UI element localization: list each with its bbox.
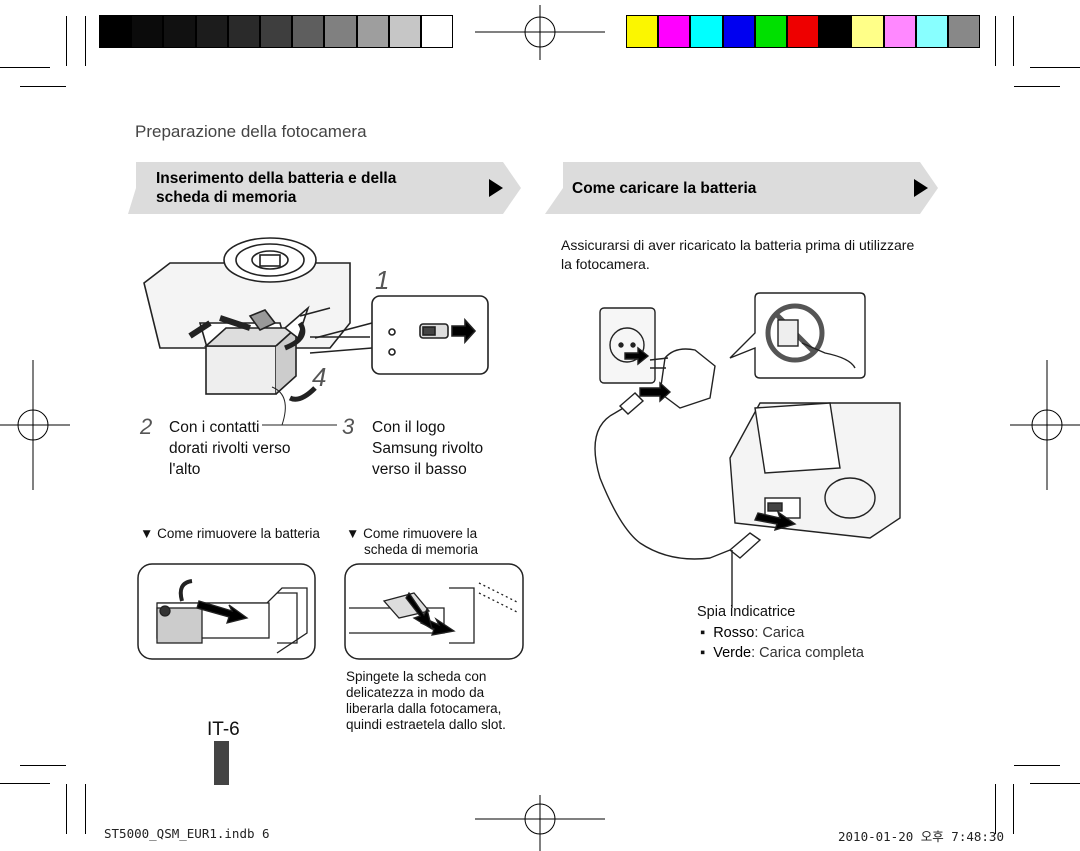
swatch [690, 15, 723, 48]
card-instructions: Spingete la scheda con delicatezza in mo… [346, 669, 506, 733]
swatch [324, 15, 357, 48]
step3-line3: verso il basso [372, 461, 467, 478]
step2-leader-line [262, 386, 337, 426]
left-banner-line1: Inserimento della batteria e della [156, 170, 397, 187]
indicator-item: ▪ Rosso: Carica [700, 625, 804, 641]
left-banner-line2: scheda di memoria [156, 189, 297, 206]
footer-timestamp: 2010-01-20 오후 7:48:30 [838, 829, 1004, 844]
registration-mark-top [475, 5, 605, 60]
remove-card-line1: ▼ Come rimuovere la [346, 526, 478, 541]
step2-text: Con i contatti dorati rivolti verso l'al… [169, 417, 290, 480]
swatch [948, 15, 981, 48]
swatch [99, 15, 132, 48]
swatch [292, 15, 325, 48]
indicator-title: Spia indicatrice [697, 604, 796, 620]
callout-four: 4 [312, 362, 327, 392]
callout-one: 1 [375, 265, 390, 295]
indicator-color-red: Rosso [713, 625, 755, 641]
remove-battery-illustration [137, 563, 316, 660]
registration-mark-left [0, 360, 70, 490]
indicator-item: ▪ Verde: Carica completa [700, 645, 864, 661]
swatch [626, 15, 659, 48]
remove-battery-heading: ▼ Come rimuovere la batteria [140, 526, 320, 541]
swatch [388, 15, 421, 48]
step3-line1: Con il logo [372, 419, 446, 436]
remove-card-line2: scheda di memoria [364, 542, 479, 557]
remove-card-heading: ▼ Come rimuovere la scheda di memoria [346, 526, 478, 558]
right-banner [545, 162, 938, 214]
bullet: ▪ [700, 645, 714, 661]
card-instruction-line: delicatezza in modo da [346, 685, 485, 700]
swatch [851, 15, 884, 48]
swatch [195, 15, 228, 48]
charge-intro-line1: Assicurarsi di aver ricaricato la batter… [561, 237, 915, 253]
page-number: IT-6 [207, 719, 240, 740]
step3-line2: Samsung rivolto [372, 440, 484, 457]
swatch [131, 15, 164, 48]
camera-battery-illustration [143, 237, 489, 402]
swatch [658, 15, 691, 48]
left-banner-title: Inserimento della batteria e della sched… [156, 169, 396, 207]
indicator-desc-red: : Carica [754, 625, 805, 641]
step2-line3: l'alto [169, 461, 201, 478]
registration-mark-bottom [475, 795, 605, 851]
swatch [260, 15, 293, 48]
swatch [356, 15, 389, 48]
right-banner-title: Come caricare la batteria [572, 180, 757, 197]
left-banner [128, 162, 521, 214]
swatch [819, 15, 852, 48]
step3-number: 3 [342, 414, 355, 439]
card-instruction-line: liberarla dalla fotocamera, [346, 701, 502, 716]
indicator-color-green: Verde [713, 645, 752, 661]
swatch [163, 15, 196, 48]
step2-line1: Con i contatti [169, 419, 260, 436]
card-instruction-line: Spingete la scheda con [346, 669, 487, 684]
card-instruction-line: quindi estraetela dallo slot. [346, 717, 506, 732]
footer-file: ST5000_QSM_EUR1.indb 6 [104, 826, 270, 841]
swatch [915, 15, 948, 48]
remove-card-illustration [344, 563, 524, 660]
swatch [421, 15, 454, 48]
step2-number: 2 [140, 414, 153, 439]
step3-text: Con il logo Samsung rivolto verso il bas… [372, 417, 483, 480]
bullet: ▪ [700, 625, 714, 641]
charge-intro: Assicurarsi di aver ricaricato la batter… [561, 236, 914, 274]
swatch [883, 15, 916, 48]
swatch [722, 15, 755, 48]
page-tab [214, 741, 229, 785]
charge-intro-line2: la fotocamera. [561, 256, 650, 272]
swatch [787, 15, 820, 48]
registration-mark-right [1010, 360, 1080, 490]
charging-illustration [594, 292, 901, 608]
section-title: Preparazione della fotocamera [135, 122, 367, 141]
swatch [227, 15, 260, 48]
indicator-desc-green: : Carica completa [751, 645, 864, 661]
step2-line2: dorati rivolti verso [169, 440, 291, 457]
swatch [754, 15, 787, 48]
